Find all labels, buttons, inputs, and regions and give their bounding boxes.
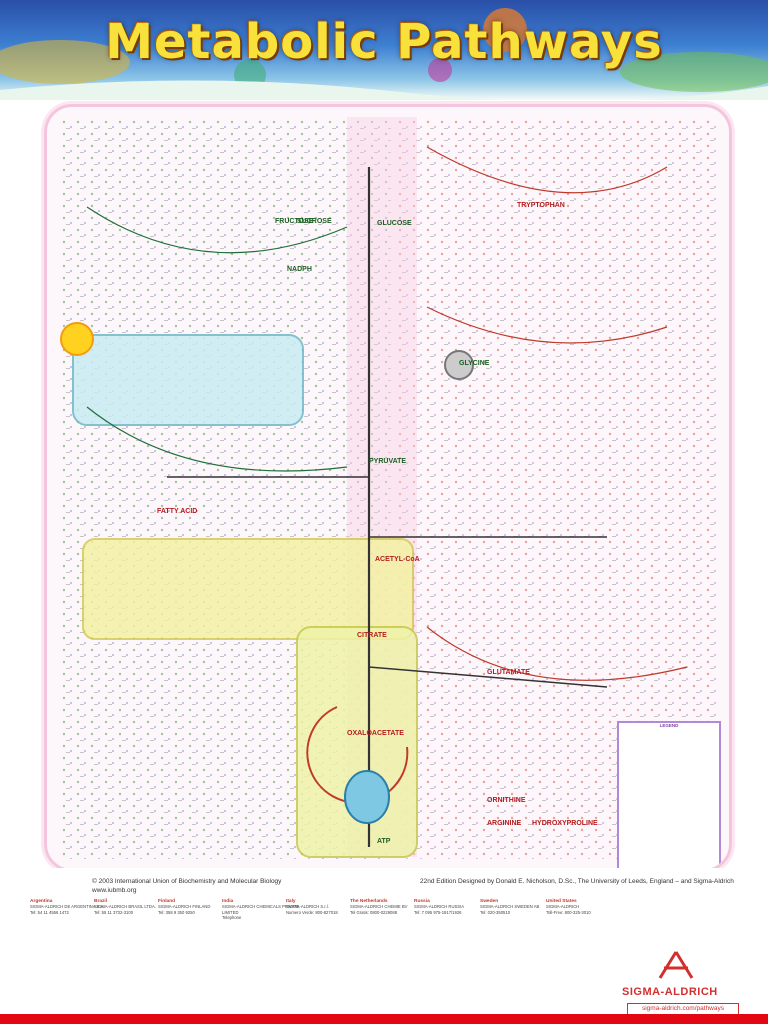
office-line: SIGMA-ALDRICH FINLAND [158,904,211,910]
banner-artwork [0,8,768,100]
office-line: Numero Verde: 800-827018 [286,909,338,915]
office-line: Tel: 7 095 975-1917/1926 [414,909,462,915]
office-country: India [222,899,234,904]
metabolite-label: GLUTAMATE [487,669,530,676]
header-banner: Metabolic Pathways [0,0,768,100]
office-line: SIGMA-ALDRICH RUSSIA [414,904,465,910]
office-line: SIGMA-ALDRICH BRASIL LTDA. [94,904,156,910]
metabolite-label: HYDROXYPROLINE [532,820,598,827]
legend-box: LEGEND [617,721,721,869]
office-line: Tel: 358 9 350 9250 [158,909,195,915]
metabolite-label: GLYCINE [459,360,490,367]
office-line: Tel: 54 11 4556 1472 [30,909,69,915]
office-line: SIGMA-ALDRICH SWEDEN AB [480,904,540,910]
metabolite-label: FRUCTOSE [275,218,314,225]
office-country: Italy [286,899,296,904]
office-line: SIGMA-ALDRICH DE ARGENTINA S.A. [30,904,105,910]
metabolite-label: ORNITHINE [487,797,526,804]
legend-title: LEGEND [659,723,679,728]
edition-text: 22nd Edition Designed by Donald E. Nicho… [420,878,734,885]
office-line: SIGMA-ALDRICH S.r.l. [286,904,329,910]
brand-wordmark: SIGMA-ALDRICH [622,986,718,998]
metabolite-label: CITRATE [357,632,387,639]
metabolite-label: PYRUVATE [369,458,406,465]
office-line: Tel: 020-350510 [480,909,511,915]
metabolite-label: ACETYL-CoA [375,556,420,563]
metabolite-label: TRYPTOPHAN [517,202,565,209]
office-line: Toll-Free: 800-325-3010 [546,909,591,915]
office-line: SIGMA-ALDRICH CHEMIE BV [350,904,408,910]
metabolite-label: FATTY ACID [157,508,197,515]
copyright-text: © 2003 International Union of Biochemist… [92,878,282,885]
office-country: The Netherlands [350,899,388,904]
footer: © 2003 International Union of Biochemist… [0,868,768,1024]
metabolite-label: ARGININE [487,820,522,827]
office-line: Tel Gratis: 0800-0229088 [350,909,398,915]
office-line: Telephone [222,914,242,920]
footer-red-bar [0,1014,768,1024]
metabolite-label: NADPH [287,266,312,273]
metabolite-label: SUCROSE [297,218,332,225]
office-line: SIGMA-ALDRICH CHEMICALS PRIVATE LIMITED [222,904,300,915]
metabolite-label: GLUCOSE [377,220,412,227]
metabolite-label: OXALOACETATE [347,730,404,737]
poster-title: Metabolic Pathways [105,14,663,70]
office-country: Sweden [480,899,499,904]
office-line: Tel: 55 11 3732-3100 [94,909,134,915]
office-country: Russia [414,899,430,904]
metabolite-label: ATP [377,838,391,845]
office-line: SIGMA-ALDRICH [546,904,580,910]
website-text: www.iubmb.org [92,887,137,894]
office-country: Argentina [30,899,53,904]
office-country: Finland [158,899,176,904]
office-country: United States [546,899,577,904]
sigma-aldrich-logo-icon [658,951,694,979]
office-country: Brazil [94,899,108,904]
